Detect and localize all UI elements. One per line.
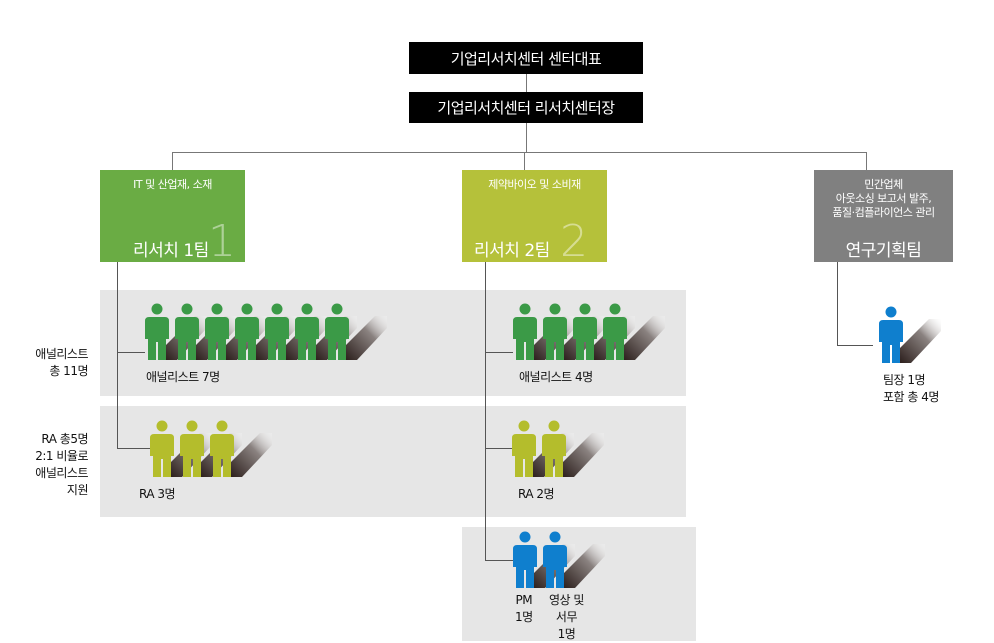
team-2-ra-label: RA 2명 [518, 487, 555, 501]
team-3-box: 민간업체 아웃소싱 보고서 발주, 품질·컴플라이언스 관리 연구기획팀 [814, 170, 953, 262]
team-1-box: IT 및 산업재, 소재 리서치 1팀 1 [100, 170, 245, 267]
person-shadow [623, 316, 665, 360]
connector [526, 123, 527, 152]
person-icon [325, 303, 349, 360]
connector [172, 152, 173, 170]
person-shadow [563, 544, 605, 588]
label-line: 포함 총 4명 [883, 390, 939, 404]
team-1-name: 리서치 1팀 [133, 241, 209, 261]
head-label: 기업리서치센터 리서치센터장 [437, 99, 615, 117]
person-shadow [562, 433, 604, 477]
label-line: 1명 [557, 627, 576, 641]
person-shadow [230, 433, 272, 477]
label-line: RA 총5명 [41, 432, 88, 446]
person-icon [513, 531, 537, 588]
team-1-analyst-label: 애널리스트 7명 [146, 370, 220, 384]
label-line: 서무 [555, 610, 578, 624]
person-shadow [345, 316, 387, 360]
connector [524, 152, 525, 170]
label-line: 애널리스트 [35, 466, 88, 480]
person-icon [543, 531, 567, 588]
ceo-box: 기업리서치센터 센터대표 [409, 42, 643, 74]
connector [117, 448, 150, 449]
ceo-label: 기업리서치센터 센터대표 [450, 49, 602, 68]
person-icon [175, 303, 199, 360]
connector [485, 448, 512, 449]
connector [485, 560, 513, 561]
label-line: 팀장 1명 [883, 373, 926, 387]
team-3-name: 연구기획팀 [845, 241, 922, 261]
person-icon [235, 303, 259, 360]
label-line: 1명 [515, 610, 533, 624]
team-1-subtitle: IT 및 산업재, 소재 [133, 178, 212, 191]
team-2-number: 2 [560, 216, 588, 267]
team-2-name: 리서치 2팀 [474, 241, 550, 261]
staff-band [462, 527, 696, 641]
label-line: 영상 및 [549, 593, 584, 607]
head-box: 기업리서치센터 리서치센터장 [409, 92, 643, 123]
connector [837, 262, 838, 346]
analyst-total-label: 애널리스트 총 11명 [35, 346, 88, 380]
connector [117, 262, 118, 449]
team-2-analyst-label: 애널리스트 4명 [519, 370, 593, 384]
person-icon [180, 420, 204, 477]
subtitle-line: 품질·컴플라이언스 관리 [832, 206, 935, 219]
team-1-ra-label: RA 3명 [139, 487, 176, 501]
person-icon [542, 420, 566, 477]
team-3-label: 팀장 1명 포함 총 4명 [883, 372, 939, 406]
connector [485, 262, 486, 561]
label-line: PM [515, 593, 533, 607]
person-icon [205, 303, 229, 360]
subtitle-line: 민간업체 [864, 178, 903, 191]
person-icon [265, 303, 289, 360]
connector [172, 152, 867, 153]
person-icon [150, 420, 174, 477]
person-icon [573, 303, 597, 360]
team-2-box: 제약바이오 및 소비재 리서치 2팀 2 [462, 170, 607, 267]
person-shadow [899, 319, 941, 363]
admin-label: 영상 및 서무 1명 [549, 592, 584, 643]
team-3-subtitle: 민간업체 아웃소싱 보고서 발주, 품질·컴플라이언스 관리 [814, 178, 953, 220]
label-line: 지원 [66, 483, 89, 497]
person-icon [603, 303, 627, 360]
connector [866, 152, 867, 170]
person-icon [543, 303, 567, 360]
team-1-number: 1 [208, 216, 236, 267]
pm-label: PM 1명 [515, 592, 533, 626]
person-icon [513, 303, 537, 360]
label-line: 총 11명 [49, 364, 88, 378]
label-line: 애널리스트 [35, 347, 88, 361]
team-2-subtitle: 제약바이오 및 소비재 [488, 178, 581, 191]
connector [485, 352, 513, 353]
person-icon [295, 303, 319, 360]
ra-total-label: RA 총5명 2:1 비율로 애널리스트 지원 [35, 431, 88, 499]
connector [837, 345, 873, 346]
person-icon [145, 303, 169, 360]
label-line: 2:1 비율로 [35, 449, 88, 463]
person-icon [879, 306, 903, 363]
subtitle-line: 아웃소싱 보고서 발주, [835, 192, 932, 205]
person-icon [512, 420, 536, 477]
connector [117, 352, 145, 353]
connector [526, 74, 527, 92]
person-icon [210, 420, 234, 477]
